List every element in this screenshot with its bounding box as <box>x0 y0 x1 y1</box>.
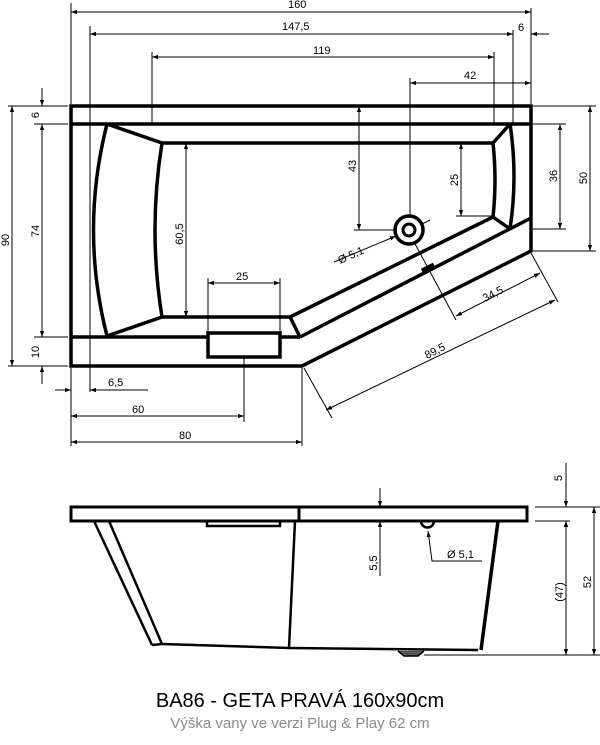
drain-icon <box>393 214 425 246</box>
dim-top-rim: 6 <box>30 112 42 118</box>
dim-panel-width: 25 <box>236 271 248 283</box>
dim-drain-diameter: Ø 5,1 <box>336 245 365 267</box>
dim-straight-length: 80 <box>179 430 191 442</box>
drawing-subtitle: Výška vany ve verzi Plug & Play 62 cm <box>170 715 430 732</box>
dim-rim-thickness: 5 <box>553 475 565 481</box>
side-view: 5 5,5 Ø 5,1 (47) 52 <box>69 463 600 657</box>
dim-bottom-rim: 10 <box>30 346 42 358</box>
dim-total-height: 52 <box>582 576 594 588</box>
dim-left-offset: 6,5 <box>108 377 123 389</box>
dim-inner-depth: (47) <box>554 582 566 602</box>
dim-diagonal-length: 89,5 <box>423 341 448 361</box>
dim-to-drain-rim: 119 <box>313 45 331 57</box>
dim-right-end-overall: 50 <box>578 172 590 184</box>
dim-drain-position: 43 <box>347 160 359 172</box>
dim-right-end-inner: 36 <box>548 170 560 182</box>
drawing-title: BA86 - GETA PRAVÁ 160x90cm <box>155 690 445 712</box>
dim-panel-position: 60 <box>132 404 144 416</box>
control-panel <box>206 331 282 359</box>
technical-drawing: 160 147,5 6 119 42 90 6 74 10 60,5 43 25… <box>0 0 600 657</box>
dim-inner-width: 74 <box>30 225 42 237</box>
dim-overall-length: 160 <box>288 0 306 11</box>
dim-inner-length: 147,5 <box>282 21 310 33</box>
dim-overflow-offset: 5,5 <box>368 555 380 570</box>
plan-view: 160 147,5 6 119 42 90 6 74 10 60,5 43 25… <box>0 0 596 446</box>
dim-diagonal-drain: 34,5 <box>481 284 506 304</box>
dim-overflow-diameter: Ø 5,1 <box>447 549 474 561</box>
dim-right-inner: 25 <box>449 174 461 186</box>
dim-overall-width: 90 <box>0 234 12 246</box>
dim-drain-from-right: 42 <box>464 70 476 82</box>
dim-right-rim: 6 <box>518 22 524 34</box>
tub-outer-outline <box>69 104 533 368</box>
overflow-icon <box>419 520 436 529</box>
dim-head-rest: 60,5 <box>174 223 186 244</box>
